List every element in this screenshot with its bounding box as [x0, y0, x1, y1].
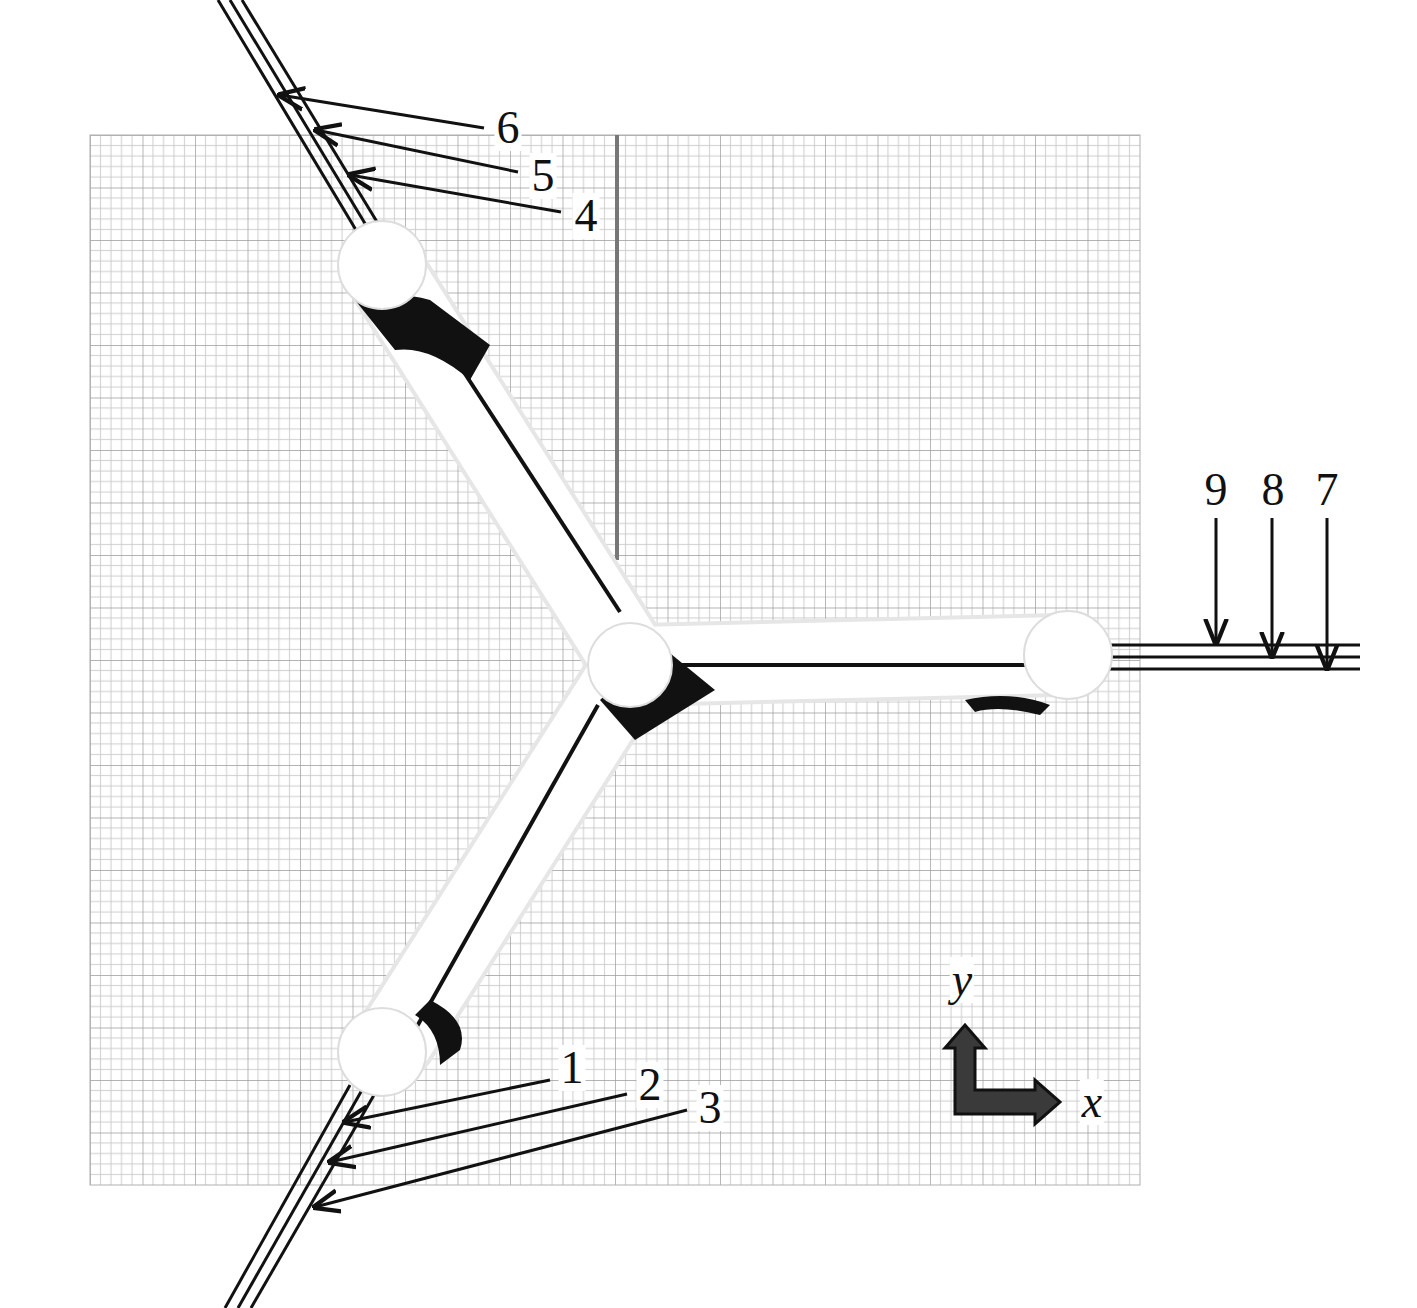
vertical-rod: [615, 135, 619, 560]
leader-line: [280, 95, 1327, 1207]
callout-number: 5: [530, 153, 557, 199]
tripod-arms: [338, 221, 1112, 1096]
callout-number: 9: [1203, 467, 1230, 513]
callout-number: 8: [1260, 467, 1287, 513]
axis-label: x: [1080, 1079, 1104, 1125]
callout-number: 4: [573, 193, 600, 239]
axis-label: y: [950, 957, 974, 1003]
axis-icon: [945, 1025, 1060, 1124]
callout-number: 6: [495, 105, 522, 151]
grid-background: [90, 135, 1140, 1185]
callout-number: 7: [1314, 467, 1341, 513]
callout-number: 1: [559, 1045, 586, 1091]
callout-number: 2: [637, 1062, 664, 1108]
callout-number: 3: [697, 1085, 724, 1131]
cable-bundle: [218, 0, 1360, 1308]
